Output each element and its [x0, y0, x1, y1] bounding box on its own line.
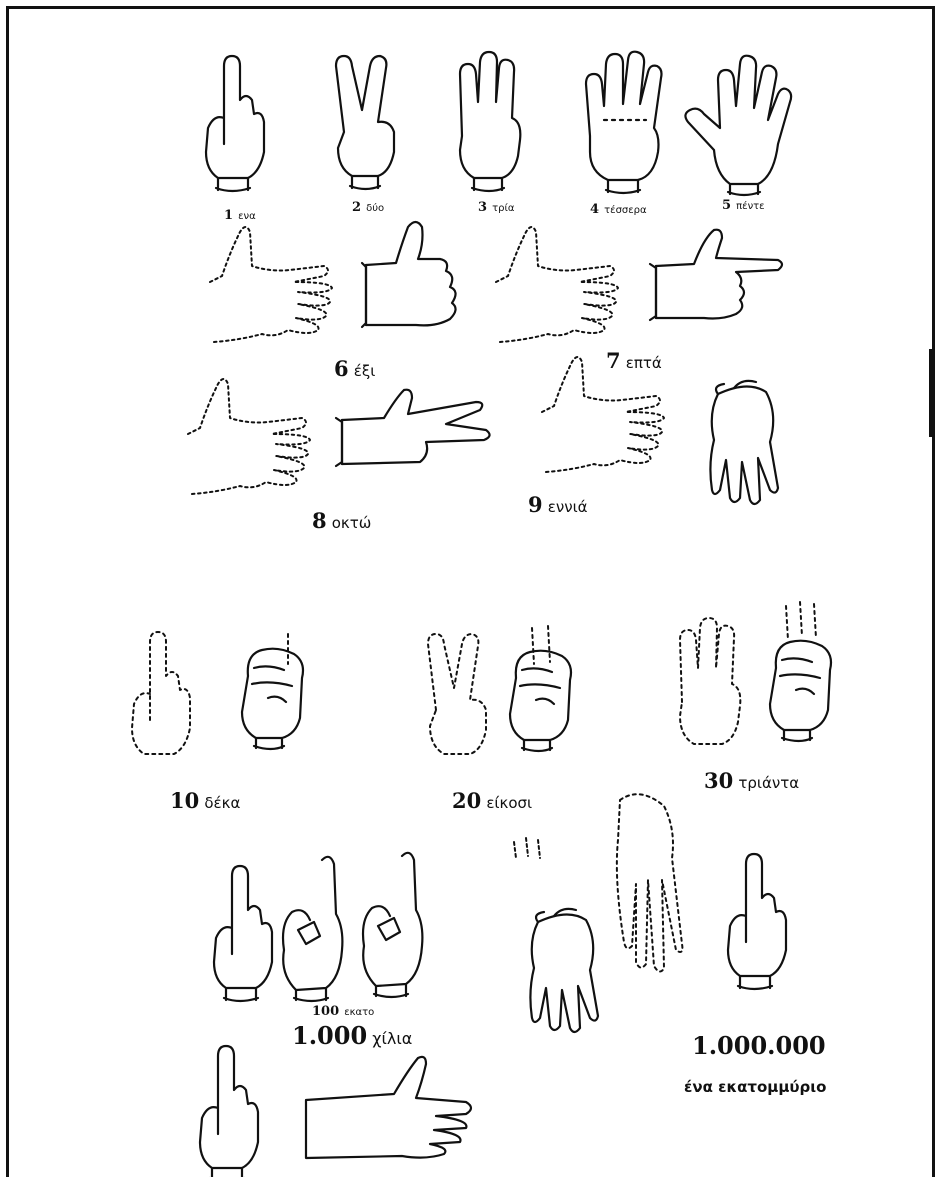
- hand-down-icon: [530, 909, 598, 1032]
- hand-flat-icon: [306, 1057, 471, 1158]
- label-7: 7 επτά: [606, 350, 662, 371]
- label-6: 6 έξι: [334, 358, 375, 379]
- hand-ok-icon: [283, 857, 342, 1001]
- label-million-number: 1.000.000: [692, 1034, 826, 1058]
- hand-one-finger-icon: [214, 866, 272, 1001]
- dotted-three-fingers-icon: [680, 618, 740, 744]
- hand-fist-icon: [770, 641, 831, 741]
- label-4: 4 τέσσερα: [590, 200, 647, 216]
- label-8: 8 οκτώ: [312, 510, 371, 531]
- dotted-open-hand-icon: [210, 227, 332, 342]
- hand-thumb-icon: [362, 222, 456, 327]
- hand-fist-icon: [242, 649, 303, 749]
- hand-four-fingers-icon: [586, 52, 662, 193]
- hand-two-fingers-icon: [336, 56, 394, 189]
- hand-one-finger-icon: [728, 854, 786, 989]
- dotted-one-finger-icon: [132, 632, 190, 754]
- label-million-word: ένα εκατομμύριο: [684, 1080, 826, 1095]
- hand-down-icon: [710, 381, 778, 504]
- hand-one-finger-icon: [200, 1046, 258, 1177]
- label-1: 1 ενα: [224, 206, 256, 222]
- hand-one-finger-icon: [206, 56, 264, 191]
- hand-three-fingers-icon: [460, 52, 520, 191]
- label-9: 9 εννιά: [528, 494, 588, 515]
- label-20: 20 είκοσι: [452, 790, 532, 811]
- label-1000: 1.000 χίλια: [292, 1024, 412, 1048]
- label-100: 100 εκατο: [312, 1002, 374, 1018]
- dotted-open-hand-icon: [542, 357, 664, 472]
- hand-ok-icon: [363, 853, 422, 997]
- label-5: 5 πέντε: [722, 196, 765, 212]
- hand-five-fingers-icon: [685, 56, 791, 195]
- hand-two-sideways-icon: [336, 390, 490, 466]
- label-10: 10 δέκα: [170, 790, 240, 811]
- dotted-open-hand-icon: [188, 379, 310, 494]
- hand-point-icon: [650, 230, 782, 320]
- dotted-two-fingers-icon: [428, 634, 486, 754]
- label-30: 30 τριάντα: [704, 770, 799, 791]
- dotted-open-hand-icon: [496, 227, 618, 342]
- label-2: 2 δύο: [352, 198, 384, 214]
- label-3: 3 τρία: [478, 198, 514, 214]
- dotted-hand-down-icon: [617, 794, 683, 971]
- hand-fist-icon: [510, 651, 571, 751]
